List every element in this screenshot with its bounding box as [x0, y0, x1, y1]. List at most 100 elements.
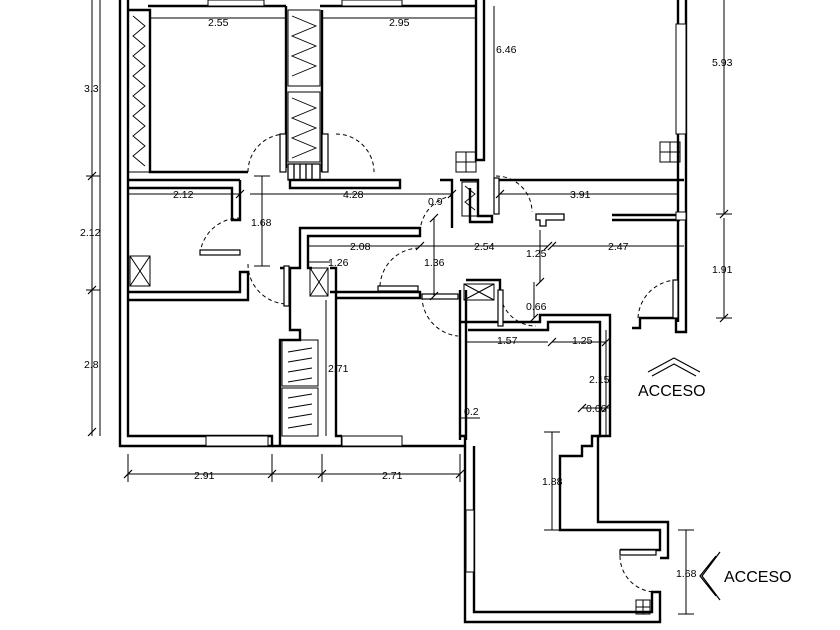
dim-label-2-54: 2.54: [474, 241, 495, 253]
dim-label-1-25-a: 1.25: [526, 248, 547, 260]
door-swing-bath: [379, 247, 419, 287]
dim-line-1-68-b: [678, 529, 694, 615]
duct-cross-mid: [309, 267, 329, 297]
dim-label-1-57: 1.57: [497, 335, 518, 347]
wardrobe-bedroom-2-mid: [287, 91, 321, 163]
dim-ticks-vertical-small: [429, 213, 545, 323]
door-swing-bedroom-3: [421, 295, 459, 337]
wall-bottom-mid: [342, 434, 467, 448]
wardrobe-lower-1: [281, 339, 319, 387]
door-swing-entry-right: [637, 279, 679, 319]
grid-lines-hall: [456, 152, 476, 172]
wall-bath: [330, 266, 422, 438]
access-label-2: ACCESO: [724, 569, 792, 586]
door-leaf-service: [497, 289, 504, 327]
wall-bath-right: [458, 278, 502, 440]
duct-cross-left: [129, 255, 151, 287]
door-swing-living: [247, 263, 287, 305]
door-leaf-entry-right: [672, 279, 679, 319]
dim-label-2-15: 2.15: [589, 374, 610, 386]
wardrobe-hatch-5: [287, 393, 313, 429]
door-leaf-bedroom-2: [321, 133, 329, 173]
wardrobe-hatch-6: [464, 185, 476, 211]
wardrobe-hatch-4: [287, 347, 313, 383]
dim-ticks-left: [87, 171, 97, 437]
wall-stepped-east: [468, 320, 662, 552]
wall-bottom-tail: [463, 446, 662, 624]
access-chevron-2: [699, 551, 721, 601]
dim-line-1-88: [544, 431, 560, 531]
dim-label-1-91: 1.91: [712, 264, 733, 276]
dim-label-5-93: 5.93: [712, 57, 733, 69]
dim-label-1-68-a: 1.68: [251, 217, 272, 229]
wall-hall-right: [440, 178, 494, 228]
dim-label-2-95: 2.95: [389, 17, 410, 29]
wardrobe-hatch-1: [132, 15, 146, 167]
dim-ticks-row-2: [415, 241, 557, 251]
dim-line-bottom: [127, 454, 461, 482]
wardrobe-lower-2: [281, 387, 319, 437]
wall-bottom-left: [272, 436, 344, 448]
wall-hall-upper: [128, 178, 242, 222]
wall-lower-corridor: [278, 226, 422, 446]
dim-label-2-08: 2.08: [350, 241, 371, 253]
wall-living-top: [128, 270, 250, 302]
door-swing-service: [499, 289, 537, 327]
dim-label-0-66-b: 0.66: [586, 403, 607, 415]
window-right-1: [675, 23, 687, 135]
dim-label-2-71-v: 2.71: [328, 363, 349, 375]
dim-line-1-68: [254, 175, 270, 267]
window-corridor: [465, 509, 475, 573]
door-swing-entry-bottom: [619, 555, 657, 593]
wall-left-exterior: [118, 0, 274, 448]
dimension-lines: [86, 0, 732, 615]
door-leaf-bedroom-3: [421, 293, 459, 300]
wardrobe-bedroom-1: [127, 9, 151, 173]
wall-stepped-east-outer: [460, 313, 670, 560]
dim-label-0-2: 0.2: [464, 406, 479, 418]
windows: [205, 0, 687, 573]
wardrobe-hatch-3: [290, 97, 318, 159]
dim-label-1-68-b: 1.68: [676, 568, 697, 580]
dim-label-1-26: 1.26: [328, 257, 349, 269]
window-bedroom-3: [341, 435, 403, 447]
door-leaf-bedroom-1: [279, 133, 287, 173]
door-swing-bedroom-2: [335, 133, 375, 173]
grid-lines-right: [660, 142, 680, 162]
wardrobe-hall: [461, 181, 479, 217]
fixtures: [129, 141, 681, 615]
kitchen-counter-stub: [535, 213, 565, 227]
dim-label-3-91: 3.91: [570, 189, 591, 201]
door-leaf-kitchen: [493, 177, 500, 215]
dim-label-3-3: 3.3: [84, 83, 99, 95]
dimension-labels: 2.55 2.95 6.46 5.93 3.3 2.12 4.28 0.9 3.…: [80, 17, 733, 580]
dim-label-2-12-h: 2.12: [173, 189, 194, 201]
access-chevron-1: [647, 357, 701, 377]
door-leaf-bath: [377, 285, 419, 292]
dim-label-4-28: 4.28: [343, 189, 364, 201]
stairs: [287, 163, 321, 181]
wall-hall-mid: [288, 178, 402, 190]
window-bedroom-2: [341, 0, 403, 7]
dim-label-2-12-v: 2.12: [80, 227, 101, 239]
dim-ticks-5-93: [719, 209, 729, 219]
dim-label-6-46: 6.46: [496, 44, 517, 56]
door-leaf-entry-bottom: [619, 549, 657, 556]
window-right-2: [675, 211, 687, 221]
door-swing-hall-left: [199, 217, 241, 255]
dim-label-2-71-h: 2.71: [382, 470, 403, 482]
doors: [199, 133, 679, 593]
wardrobe-bedroom-2-top: [287, 9, 321, 87]
dim-label-2-55: 2.55: [208, 17, 229, 29]
window-bedroom-1: [207, 0, 265, 7]
wall-bedroom-1: [128, 4, 288, 174]
grid-lines-bottom: [636, 600, 650, 614]
access-markers: ACCESO ACCESO: [638, 357, 792, 601]
dim-label-0-66-a: 0.66: [526, 301, 547, 313]
dim-label-1-36: 1.36: [424, 257, 445, 269]
dim-label-0-9: 0.9: [428, 196, 443, 208]
dim-line-5-93: [716, 0, 732, 215]
dim-label-1-88: 1.88: [542, 476, 563, 488]
wall-kitchen-divider: [496, 178, 684, 222]
